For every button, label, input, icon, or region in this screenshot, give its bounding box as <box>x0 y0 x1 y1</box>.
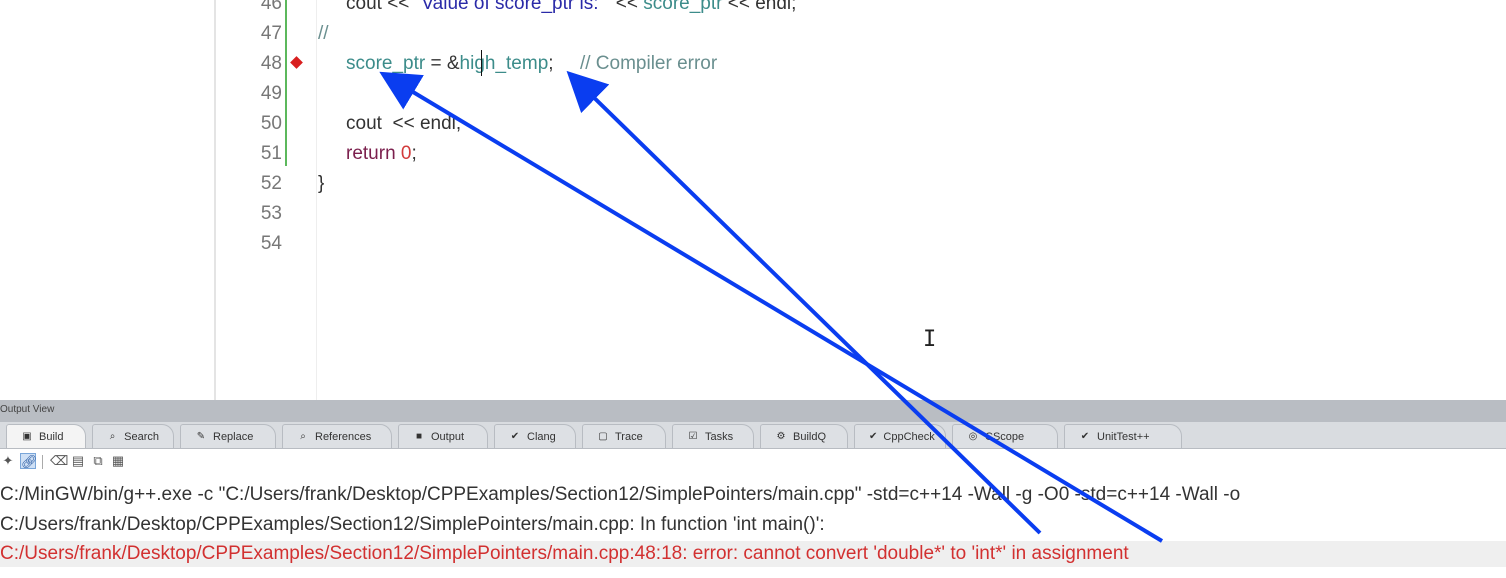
code-token: high_temp <box>459 53 549 74</box>
tab-label: Search <box>124 430 159 443</box>
line-number: 50 <box>260 113 282 134</box>
replace-icon: ✎ <box>196 431 206 442</box>
code-token: return <box>346 143 401 164</box>
tab-label: Output <box>431 430 465 443</box>
code-token: // Compiler error <box>579 53 718 74</box>
output-view-title: Output View <box>0 404 55 415</box>
fold-margin <box>316 0 317 400</box>
line-number: 48 <box>260 53 282 74</box>
buildq-icon: ⚙ <box>776 431 786 442</box>
code-line[interactable]: score_ptr = &high_temp; // Compiler erro… <box>346 49 717 79</box>
code-token: << <box>610 0 644 14</box>
tab-label: Tasks <box>705 430 734 443</box>
ibeam-cursor-icon: I <box>923 327 937 352</box>
tab-search[interactable]: ⌕ Search <box>92 424 174 448</box>
code-editor[interactable]: 46 cout << "Value of score_ptr is: " << s… <box>0 0 1506 400</box>
tab-label: Trace <box>615 430 643 443</box>
tab-label: Clang <box>527 430 556 443</box>
output-icon: ■ <box>415 431 423 442</box>
tab-cscope[interactable]: ◎ CScope <box>952 424 1058 448</box>
build-output-line[interactable]: C:/Users/frank/Desktop/CPPExamples/Secti… <box>0 514 825 535</box>
link-icon[interactable]: 🔗︎ <box>20 453 38 469</box>
code-token: "Value of score_ptr is: " <box>414 0 611 14</box>
clear-icon[interactable]: ⌫ <box>50 453 69 468</box>
code-token: score_ptr <box>346 53 426 74</box>
code-line[interactable]: cout << endl; <box>346 109 461 139</box>
clang-icon: ✔ <box>510 431 520 442</box>
toolbar-separator <box>42 455 43 469</box>
line-number: 52 <box>260 173 282 194</box>
code-line[interactable]: cout << "Value of score_ptr is: " << sco… <box>346 0 796 19</box>
pin-icon[interactable]: ✦ <box>2 453 14 468</box>
tab-tasks[interactable]: ☑ Tasks <box>672 424 754 448</box>
tab-cppcheck[interactable]: ✔ CppCheck <box>854 424 946 448</box>
build-toolbar: ✦ 🔗︎ ⌫ ▤ ⧉ ▦ <box>0 449 1506 475</box>
tab-label: Build <box>39 430 64 443</box>
save-log-icon[interactable]: ▤ <box>71 453 85 468</box>
build-icon: ▣ <box>22 431 32 442</box>
code-token: = & <box>425 53 460 74</box>
tab-output[interactable]: ■ Output <box>398 424 488 448</box>
tab-label: BuildQ <box>793 430 827 443</box>
unittest-icon: ✔ <box>1080 431 1090 442</box>
workspace-pane <box>0 0 214 400</box>
output-view-titlebar[interactable]: Output View <box>0 400 1506 422</box>
build-output-line[interactable]: C:/MinGW/bin/g++.exe -c "C:/Users/frank/… <box>0 484 1241 505</box>
tab-label: References <box>315 430 372 443</box>
code-line[interactable]: return 0; <box>346 139 417 169</box>
code-token: } <box>318 173 325 194</box>
paste-icon[interactable]: ▦ <box>111 453 125 468</box>
tab-label: Replace <box>213 430 254 443</box>
line-number: 51 <box>260 143 282 164</box>
code-token: cout << <box>346 0 415 14</box>
code-token: ; <box>411 143 417 164</box>
line-number: 46 <box>260 0 282 14</box>
modified-lines-bar <box>285 0 287 166</box>
code-token: 0 <box>400 143 412 164</box>
line-number: 53 <box>260 203 282 224</box>
build-error-line[interactable]: C:/Users/frank/Desktop/CPPExamples/Secti… <box>0 541 1506 567</box>
line-number: 47 <box>260 23 282 44</box>
references-icon: ⌕ <box>300 431 306 442</box>
line-number-gutter <box>216 0 306 400</box>
tab-label: CScope <box>985 430 1025 443</box>
code-token: score_ptr <box>643 0 723 14</box>
tab-references[interactable]: ⌕ References <box>282 424 392 448</box>
tab-label: UnitTest++ <box>1097 430 1150 443</box>
tab-label: CppCheck <box>883 430 935 443</box>
trace-icon: ▢ <box>598 431 608 442</box>
text-caret <box>481 50 482 76</box>
code-token: << endl; <box>722 0 797 14</box>
line-number: 54 <box>260 233 282 254</box>
tab-build[interactable]: ▣ Build <box>6 424 86 448</box>
pane-divider[interactable] <box>214 0 216 400</box>
search-icon: ⌕ <box>109 431 116 442</box>
code-token: ; <box>548 53 580 74</box>
tab-buildq[interactable]: ⚙ BuildQ <box>760 424 848 448</box>
code-line[interactable]: // <box>318 19 329 49</box>
cppcheck-icon: ✔ <box>869 431 878 442</box>
copy-icon[interactable]: ⧉ <box>93 453 103 468</box>
tasks-icon: ☑ <box>688 431 698 442</box>
output-tabs: ▣ Build ⌕ Search ✎ Replace ⌕ References ■ Output ✔… <box>0 422 1506 449</box>
code-line[interactable]: } <box>318 169 324 199</box>
tab-replace[interactable]: ✎ Replace <box>180 424 276 448</box>
tab-unittest[interactable]: ✔ UnitTest++ <box>1064 424 1182 448</box>
tab-trace[interactable]: ▢ Trace <box>582 424 666 448</box>
cscope-icon: ◎ <box>968 431 978 442</box>
tab-clang[interactable]: ✔ Clang <box>494 424 576 448</box>
code-token: // <box>318 23 329 44</box>
line-number: 49 <box>260 83 282 104</box>
output-view-panel: Output View ▣ Build ⌕ Search ✎ Replace ⌕ Refere… <box>0 400 1506 578</box>
code-token: cout << endl; <box>346 113 462 134</box>
